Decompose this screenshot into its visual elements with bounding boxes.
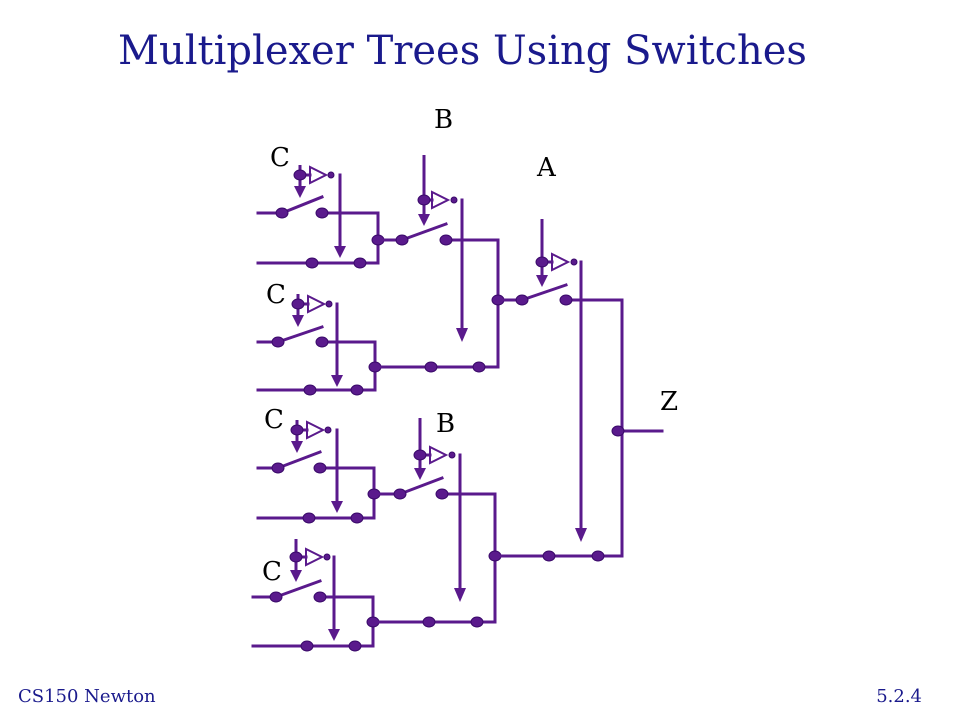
mux-b-block-bottom: B xyxy=(371,409,502,628)
footer-slide-number: 5.2.4 xyxy=(876,686,922,707)
label-c-2: C xyxy=(266,280,286,310)
mux-b-block-top: B xyxy=(373,105,505,373)
mux-c-block-3: C xyxy=(256,405,381,524)
mux-a-block: A Z xyxy=(493,153,678,562)
label-z: Z xyxy=(660,387,678,417)
label-b-top: B xyxy=(434,105,453,135)
label-c-4: C xyxy=(262,557,282,587)
slide-title: Multiplexer Trees Using Switches xyxy=(118,28,807,74)
label-b-bottom: B xyxy=(436,409,455,439)
label-c-1: C xyxy=(270,143,290,173)
mux-c-block-1: C xyxy=(256,143,385,269)
label-c-3: C xyxy=(264,405,284,435)
label-a: A xyxy=(536,153,557,183)
mux-c-block-4: C xyxy=(251,539,380,652)
mux-c-block-2: C xyxy=(256,280,382,396)
footer-course: CS150 Newton xyxy=(18,686,156,707)
